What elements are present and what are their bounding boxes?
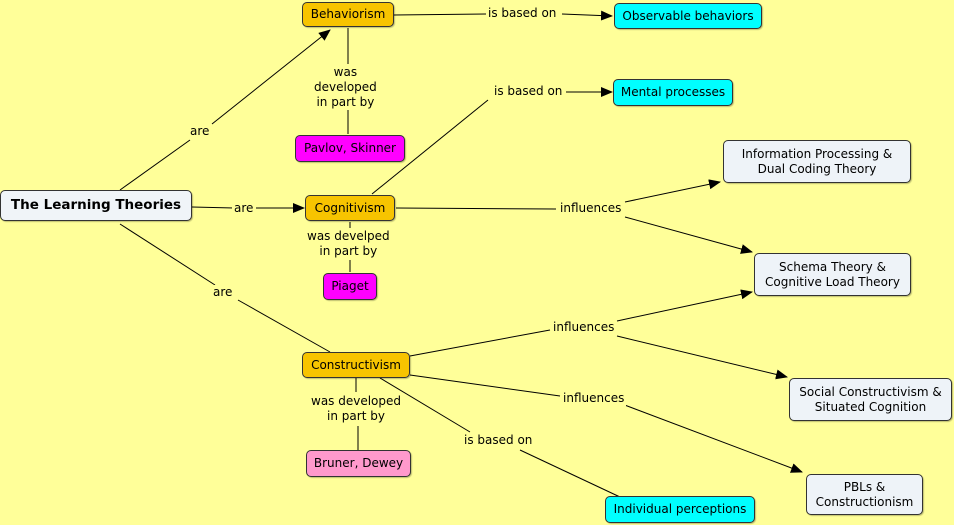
concept-pavlov-skinner[interactable]: Pavlov, Skinner bbox=[295, 135, 405, 162]
concept-information-processing[interactable]: Information Processing & Dual Coding The… bbox=[723, 140, 911, 183]
concept-constructivism[interactable]: Constructivism bbox=[302, 352, 410, 378]
link-label-are-behaviorism: are bbox=[188, 124, 212, 139]
concept-observable-behaviors[interactable]: Observable behaviors bbox=[614, 3, 762, 29]
link-label-are-cognitivism: are bbox=[232, 201, 256, 216]
concept-behaviorism[interactable]: Behaviorism bbox=[302, 2, 394, 27]
link-label-are-constructivism: are bbox=[211, 285, 235, 300]
link-label-influences-cognitivism: influences bbox=[558, 201, 624, 216]
link-label-influences-constructivism-2: influences bbox=[561, 391, 627, 406]
link-label-influences-constructivism-1: influences bbox=[551, 320, 617, 335]
link-label-based-on-observable: is based on bbox=[486, 6, 559, 21]
concept-piaget[interactable]: Piaget bbox=[323, 273, 377, 300]
concept-schema-theory[interactable]: Schema Theory & Cognitive Load Theory bbox=[754, 253, 911, 296]
concept-bruner-dewey[interactable]: Bruner, Dewey bbox=[306, 450, 411, 477]
concept-the-learning-theories[interactable]: The Learning Theories bbox=[0, 190, 192, 221]
concept-individual-perceptions[interactable]: Individual perceptions bbox=[605, 496, 755, 523]
link-label-based-on-mental: is based on bbox=[492, 84, 565, 99]
link-label-developed-piaget: was develped in part by bbox=[305, 229, 392, 259]
link-label-developed-bruner: was developed in part by bbox=[309, 394, 404, 424]
concept-mental-processes[interactable]: Mental processes bbox=[613, 79, 733, 106]
link-label-developed-pavlov: was developed in part by bbox=[312, 65, 379, 110]
link-label-based-on-individual: is based on bbox=[462, 433, 535, 448]
concept-cognitivism[interactable]: Cognitivism bbox=[305, 195, 395, 221]
concept-pbls-constructionism[interactable]: PBLs & Constructionism bbox=[806, 474, 923, 515]
concept-social-constructivism[interactable]: Social Constructivism & Situated Cogniti… bbox=[789, 378, 952, 421]
